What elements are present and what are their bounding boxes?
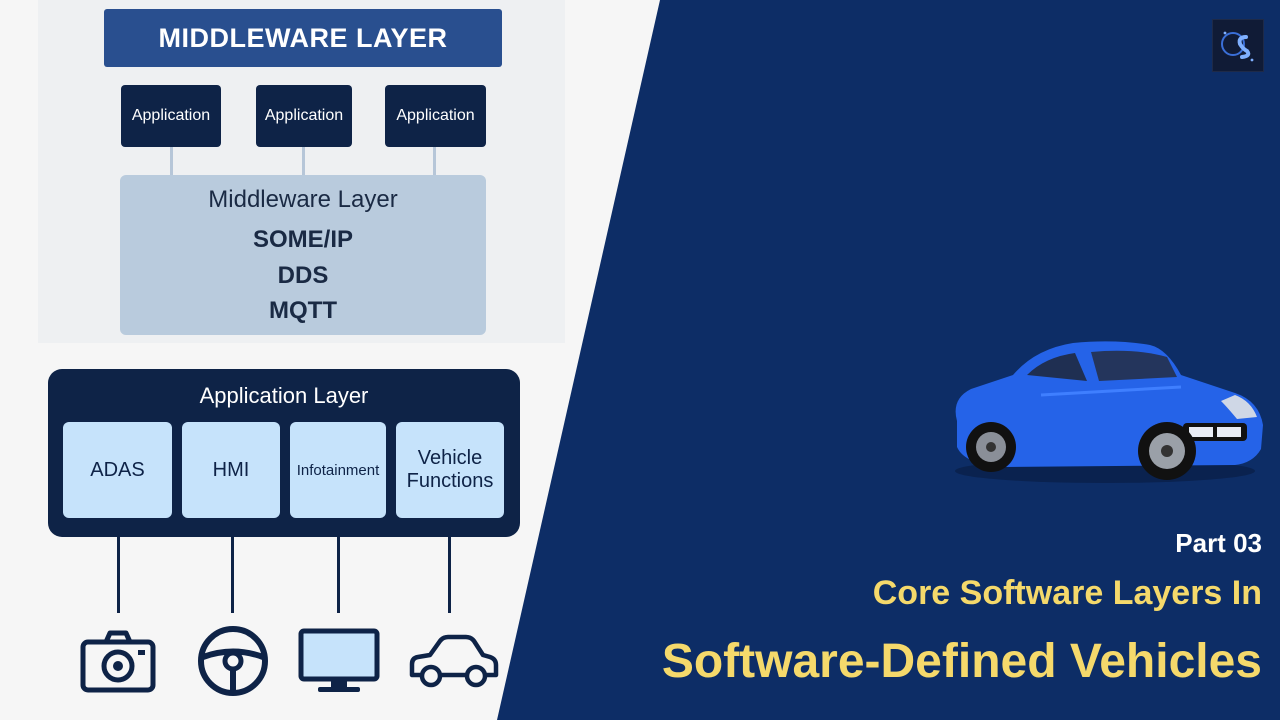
middleware-layer-box: Middleware Layer SOME/IP DDS MQTT [120,175,486,335]
connector-line [448,537,451,613]
protocol-label: MQTT [269,297,337,324]
connector-line [170,147,173,175]
logo-mark-icon [1221,31,1254,62]
application-box: Application [121,85,221,147]
car-icon [409,634,499,688]
protocol-label: SOME/IP [252,226,354,253]
page-title-line2: Software-Defined Vehicles [661,635,1262,688]
module-hmi: HMI [182,422,280,518]
application-layer-title: Application Layer [199,383,369,408]
steering-wheel-icon [198,626,268,696]
module-adas: ADAS [63,422,172,518]
connector-line [337,537,340,613]
car-illustration [955,341,1263,483]
connector-line [302,147,305,175]
connector-line [231,537,234,613]
part-number: Part 03 [1175,528,1262,558]
middleware-diagram-title: MIDDLEWARE LAYER [104,9,502,67]
module-infotainment: Infotainment [290,422,386,518]
protocol-label: DDS [277,262,329,289]
connector-line [117,537,120,613]
connector-line [433,147,436,175]
application-box: Application [385,85,486,147]
monitor-icon [298,628,380,692]
brand-logo [1212,19,1264,72]
module-vehicle-functions: Vehicle Functions [396,422,504,518]
page-title-line1: Core Software Layers In [872,574,1262,612]
application-box: Application [256,85,352,147]
camera-icon [80,630,156,693]
application-layer-box: Application Layer ADAS HMI Infotainment … [48,369,520,537]
middleware-layer-heading: Middleware Layer [208,186,398,213]
